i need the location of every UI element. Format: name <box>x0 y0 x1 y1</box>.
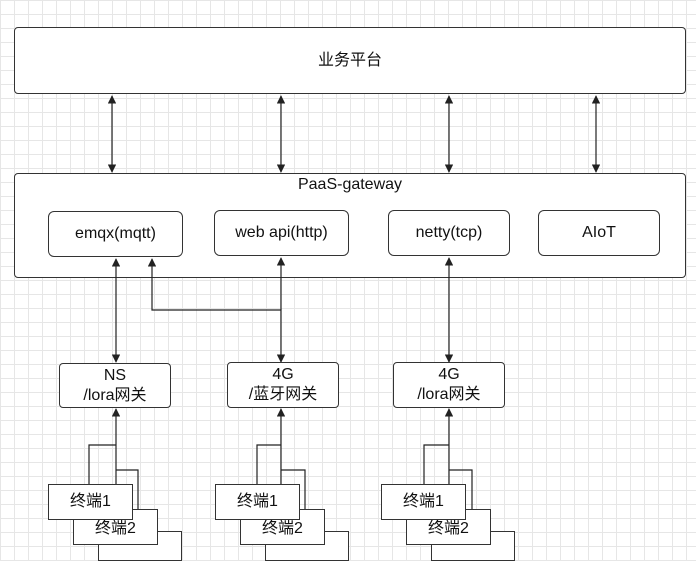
terminal-1-label: 终端1 <box>70 493 111 510</box>
line-lora-t1 <box>423 444 449 485</box>
module-aiot[interactable]: AIoT <box>538 210 660 256</box>
line-ns-t1 <box>88 444 116 485</box>
terminal-1[interactable]: 终端1 <box>215 484 300 520</box>
module-web-api[interactable]: web api(http) <box>214 210 349 256</box>
module-emqx-label: emqx(mqtt) <box>75 225 156 242</box>
module-web-api-label: web api(http) <box>235 224 328 241</box>
business-platform-box[interactable]: 业务平台 <box>14 27 686 94</box>
access-4g-lora-line2: /lora网关 <box>417 386 481 403</box>
terminal-1-label: 终端1 <box>403 493 444 510</box>
line-bt-t1 <box>256 444 281 485</box>
module-netty[interactable]: netty(tcp) <box>388 210 510 256</box>
terminal-1[interactable]: 终端1 <box>381 484 466 520</box>
access-4g-bluetooth-line1: 4G <box>272 366 294 383</box>
connector-lines <box>88 95 601 530</box>
access-4g-bluetooth[interactable]: 4G /蓝牙网关 <box>227 362 339 408</box>
access-4g-lora-line1: 4G <box>438 366 460 383</box>
terminal-2-label: 终端2 <box>262 520 303 537</box>
terminal-1[interactable]: 终端1 <box>48 484 133 520</box>
access-ns-lora-line1: NS <box>103 366 127 384</box>
access-4g-lora[interactable]: 4G /lora网关 <box>393 362 505 408</box>
business-platform-label: 业务平台 <box>317 51 382 69</box>
terminal-1-label: 终端1 <box>237 493 278 510</box>
module-netty-label: netty(tcp) <box>415 224 483 241</box>
module-aiot-label: AIoT <box>582 224 616 241</box>
access-ns-lora[interactable]: NS /lora网关 <box>59 363 171 408</box>
access-4g-bluetooth-line2: /蓝牙网关 <box>248 386 318 403</box>
terminal-2-label: 终端2 <box>95 520 136 537</box>
terminal-2-label: 终端2 <box>428 520 469 537</box>
arrow-emqx-4g-bt <box>147 258 286 363</box>
module-emqx[interactable]: emqx(mqtt) <box>48 211 183 257</box>
access-ns-lora-line2: /lora网关 <box>83 386 147 404</box>
paas-gateway-title: PaaS-gateway <box>297 176 403 193</box>
